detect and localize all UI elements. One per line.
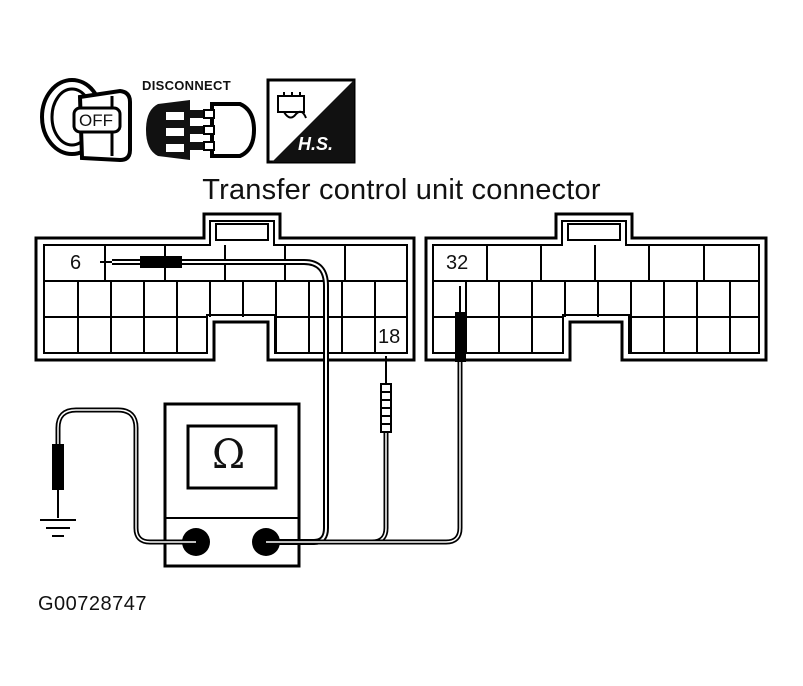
- figure-id: G00728747: [38, 593, 148, 615]
- pin-32-label: 32: [446, 252, 469, 274]
- disconnect-icon: [146, 100, 257, 160]
- ground-icon: [40, 519, 76, 537]
- disconnect-label: DISCONNECT: [142, 78, 231, 93]
- pin-18-label: 18: [378, 326, 401, 348]
- ignition-off-icon: [40, 78, 132, 163]
- diagram-title: Transfer control unit connector: [202, 174, 601, 206]
- left-connector: [34, 212, 416, 362]
- pin-6-label: 6: [70, 252, 82, 274]
- ignition-off-label: OFF: [79, 111, 113, 130]
- right-connector: [424, 212, 768, 362]
- probe-lead-pin-32: [266, 286, 466, 545]
- ground-lead: [52, 407, 196, 545]
- harness-side-label: H.S.: [298, 134, 334, 154]
- ohm-symbol: Ω: [212, 432, 246, 478]
- harness-side-icon: [266, 78, 356, 164]
